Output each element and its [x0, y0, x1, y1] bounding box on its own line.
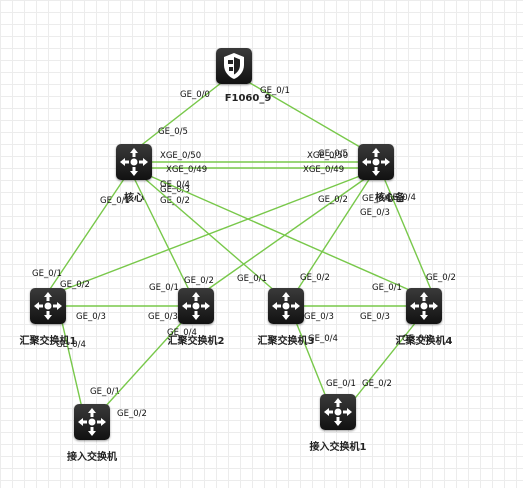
- switch-icon: [272, 292, 300, 320]
- device-aggregation-4[interactable]: [406, 288, 442, 324]
- device-aggregation-3[interactable]: [268, 288, 304, 324]
- link-c2-a1[interactable]: [57, 175, 361, 293]
- port-label-ac0: GE_0/2: [117, 409, 147, 419]
- port-label-fw: GE_0/0: [180, 90, 210, 100]
- device-core-backup[interactable]: [358, 144, 394, 180]
- link-c1-a3[interactable]: [143, 177, 277, 293]
- port-label-c1: GE_0/1: [100, 196, 130, 206]
- port-label-c2: GE_0/1: [362, 194, 392, 204]
- port-label-a1: GE_0/4: [56, 340, 86, 350]
- device-access-1[interactable]: [320, 394, 356, 430]
- port-label-c1: GE_0/3: [160, 185, 190, 195]
- port-label-a3: GE_0/4: [308, 334, 338, 344]
- link-a4-ac1[interactable]: [351, 321, 417, 403]
- link-c2-a4[interactable]: [383, 177, 433, 293]
- device-aggregation-2[interactable]: [178, 288, 214, 324]
- device-label-access-1: 接入交换机1: [309, 442, 367, 453]
- port-label-a3: GE_0/3: [304, 312, 334, 322]
- firewall-icon: [224, 53, 244, 79]
- port-label-a4: GE_0/2: [426, 273, 456, 283]
- link-c2-a2[interactable]: [203, 177, 367, 293]
- switch-icon: [120, 148, 148, 176]
- switch-icon: [362, 148, 390, 176]
- port-label-c1: XGE_0/50: [160, 151, 201, 161]
- switch-icon: [182, 292, 210, 320]
- link-c1-a2[interactable]: [133, 177, 191, 293]
- switch-icon: [34, 292, 62, 320]
- port-label-c2: GE_0/3: [360, 208, 390, 218]
- port-label-a2: GE_0/4: [167, 328, 197, 338]
- port-label-c1: GE_0/4: [160, 180, 190, 190]
- port-label-ac1: GE_0/2: [362, 379, 392, 389]
- switch-icon: [78, 408, 106, 436]
- device-label-firewall: F1060_9: [224, 93, 272, 104]
- port-label-fw: GE_0/1: [260, 86, 290, 96]
- link-fw-c2[interactable]: [237, 75, 373, 155]
- link-c1-a1[interactable]: [47, 175, 127, 293]
- port-label-a1: GE_0/3: [76, 312, 106, 322]
- port-label-a2: GE_0/3: [148, 312, 178, 322]
- port-label-a2: GE_0/1: [149, 283, 179, 293]
- port-label-c2: XGE_0/50: [307, 151, 348, 161]
- switch-icon: [410, 292, 438, 320]
- device-label-aggregation-4: 汇聚交换机4: [395, 336, 453, 347]
- device-label-core: 核心: [124, 193, 144, 204]
- port-label-ac0: GE_0/1: [90, 387, 120, 397]
- port-label-c1: GE_0/5: [158, 127, 188, 137]
- device-label-aggregation-1: 汇聚交换机1: [19, 336, 77, 347]
- link-c2-a3[interactable]: [295, 177, 371, 293]
- switch-icon: [324, 398, 352, 426]
- device-aggregation-1[interactable]: [30, 288, 66, 324]
- port-label-c2: XGE_0/49: [303, 165, 344, 175]
- port-label-c2: GE_0/5: [318, 149, 348, 159]
- port-label-a2: GE_0/2: [184, 276, 214, 286]
- device-access[interactable]: [74, 404, 110, 440]
- port-label-a1: GE_0/2: [60, 280, 90, 290]
- port-label-c1: XGE_0/49: [166, 165, 207, 175]
- device-firewall[interactable]: [216, 48, 252, 84]
- link-c1-a4[interactable]: [149, 175, 415, 293]
- link-a3-ac1[interactable]: [295, 321, 329, 403]
- port-label-c2: GE_0/4: [386, 193, 416, 203]
- port-label-c2: GE_0/2: [318, 195, 348, 205]
- device-label-core-backup: 核心备: [375, 193, 405, 204]
- port-label-a3: GE_0/1: [237, 274, 267, 284]
- link-fw-c1[interactable]: [129, 75, 231, 155]
- port-label-a4: GE_0/3: [360, 312, 390, 322]
- port-label-a3: GE_0/2: [300, 273, 330, 283]
- port-label-c1: GE_0/2: [160, 196, 190, 206]
- link-a1-ac0[interactable]: [61, 321, 83, 409]
- port-label-a4: GE_0/4: [402, 334, 432, 344]
- device-label-access: 接入交换机: [67, 452, 117, 463]
- device-core[interactable]: [116, 144, 152, 180]
- port-label-ac1: GE_0/1: [326, 379, 356, 389]
- device-label-aggregation-3: 汇聚交换机3: [257, 336, 315, 347]
- device-label-aggregation-2: 汇聚交换机2: [167, 336, 225, 347]
- port-label-a1: GE_0/1: [32, 269, 62, 279]
- port-label-a4: GE_0/1: [372, 283, 402, 293]
- link-a2-ac0[interactable]: [103, 321, 183, 409]
